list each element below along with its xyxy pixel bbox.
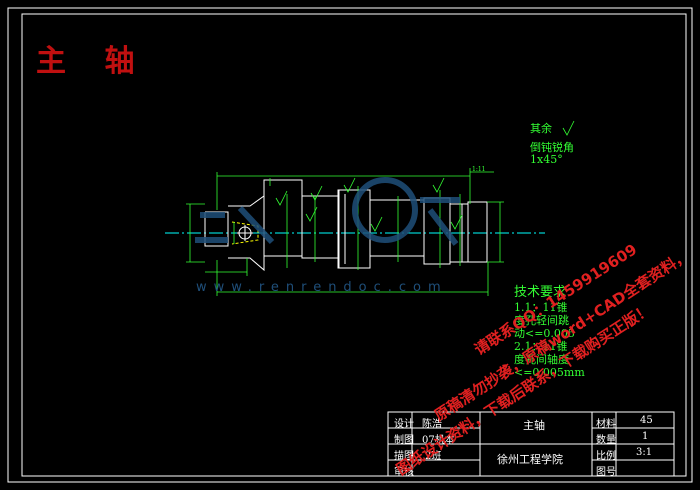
title-block xyxy=(387,411,675,477)
tb-part-name: 主轴 xyxy=(523,419,545,432)
drawing-title: 主 轴 xyxy=(36,44,149,79)
dimension-lines xyxy=(186,168,504,296)
roughness-marks xyxy=(275,120,575,232)
tb-class: 07机本 xyxy=(422,435,455,446)
tech-req-line: 1.1：11锥 xyxy=(514,301,568,314)
tech-req-line: 度孔轻间跳 xyxy=(514,314,569,327)
tb-label-review: 审核 xyxy=(394,467,414,478)
note-chamfer-size: 1x45° xyxy=(530,153,563,166)
taper-dimension-label: 1:11 xyxy=(472,166,486,173)
tb-label-tracing: 描图 xyxy=(394,451,414,462)
tb-school: 徐州工程学院 xyxy=(497,453,563,466)
tb-label-design: 设计 xyxy=(394,419,414,430)
tech-req-line: 度孔间轴度 xyxy=(514,353,569,366)
tb-count-label: 数量 xyxy=(596,435,616,446)
tb-drawing-no-label: 图号 xyxy=(596,467,616,478)
tb-scale-label: 比例 xyxy=(596,451,616,462)
tb-material-value: 45 xyxy=(640,415,653,426)
tech-req-line: 2.1：11锥 xyxy=(514,340,568,353)
tech-req-line: <=0.005mm xyxy=(514,366,585,379)
shaft-outline xyxy=(204,179,488,272)
inner-border xyxy=(21,13,687,477)
tb-count-value: 1 xyxy=(642,431,649,442)
tb-scale-value: 3:1 xyxy=(636,447,653,458)
logo-watermark xyxy=(195,177,460,246)
outer-border xyxy=(7,7,693,483)
note-chamfer: 倒钝锐角 xyxy=(530,141,574,154)
tech-requirements: 技术要求 1.1：11锥 度孔轻间跳 动<=0.005 2.1：11锥 度孔间轴… xyxy=(514,286,585,379)
note-other-surfaces: 其余 xyxy=(530,122,552,135)
tech-req-line: 动<=0.005 xyxy=(514,327,575,340)
tb-material-label: 材料 xyxy=(596,419,616,430)
tb-label-drawing: 制图 xyxy=(394,435,414,446)
tech-requirements-heading: 技术要求 xyxy=(514,285,567,300)
tb-group: 2班 xyxy=(425,451,442,462)
tb-designer: 陈浩 xyxy=(422,419,442,430)
site-watermark: www.renrendoc.com xyxy=(196,280,448,295)
